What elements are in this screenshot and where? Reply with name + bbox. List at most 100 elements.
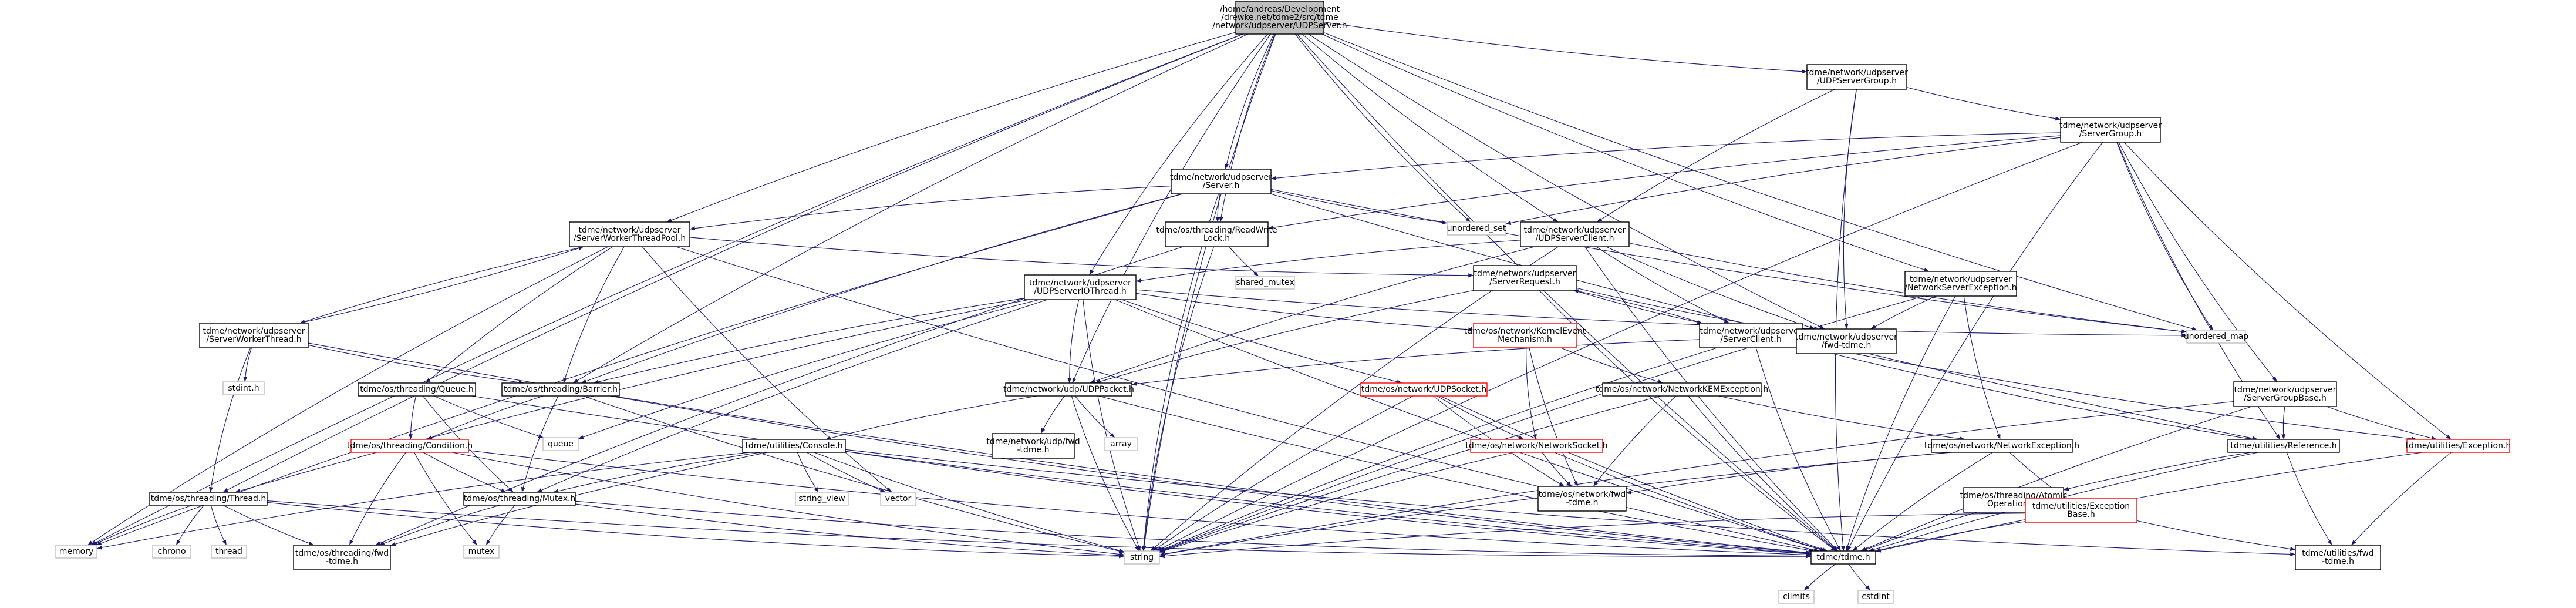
edge-workerthread-to-barrier: [308, 344, 524, 385]
edge-rwlock-to-shared_mutex: [1229, 246, 1259, 277]
node-fwdtdme_osnet[interactable]: tdme/os/network/fwd-tdme.h: [1537, 486, 1627, 512]
node-queue_h[interactable]: tdme/os/threading/Queue.h: [358, 382, 476, 397]
node-udppacket[interactable]: tdme/network/udp/UDPPacket.h: [1003, 382, 1134, 397]
node-box: [2186, 330, 2246, 344]
node-label-line: cstdint: [1862, 592, 1890, 602]
edge-workerthread-to-workerpool: [299, 246, 584, 324]
node-servergroupbase[interactable]: tdme/network/udpserver/ServerGroupBase.h: [2233, 381, 2337, 407]
node-workerpool[interactable]: tdme/network/udpserver/ServerWorkerThrea…: [569, 221, 690, 247]
edge-udpsocket-to-string: [1152, 395, 1414, 552]
node-barrier[interactable]: tdme/os/threading/Barrier.h: [501, 382, 620, 397]
edge-utilexc-to-tdme_h: [1875, 452, 2423, 553]
node-label-line: /UDPServerIOThread.h: [1034, 287, 1127, 296]
edge-networksocket-to-string: [1159, 452, 1514, 553]
edge-queue_h-to-queue: [433, 395, 544, 438]
node-networksocket[interactable]: tdme/os/network/NetworkSocket.h: [1465, 439, 1608, 453]
node-label-line: /ServerClient.h: [1720, 335, 1781, 344]
edges-layer: [87, 22, 2452, 591]
edge-barrier-to-string: [582, 395, 1125, 553]
node-label-line: -tdme.h: [326, 557, 358, 566]
node-climits: climits: [1778, 590, 1815, 604]
edge-serverclient-to-serverrequest: [1573, 289, 1703, 324]
edge-workerpool-to-queue_h: [425, 246, 613, 384]
edge-utilexc-to-fwdtdme_util: [2351, 452, 2452, 546]
edge-condition-to-mutex: [413, 452, 477, 546]
edge-excbase-to-tdme_h: [1875, 521, 2026, 552]
node-netkemexc[interactable]: tdme/os/network/NetworkKEMException.h: [1596, 382, 1768, 397]
node-label-line: /ServerWorkerThreadPool.h: [574, 234, 686, 243]
node-box: [742, 439, 846, 453]
node-cstdint: cstdint: [1857, 590, 1894, 604]
node-netserverexc[interactable]: tdme/network/udpserver/NetworkServerExce…: [1904, 271, 2017, 297]
node-serverrequest[interactable]: tdme/network/udpserver/ServerRequest.h: [1473, 265, 1577, 291]
edge-console-to-string_view: [797, 452, 819, 493]
edge-root-to-string: [1142, 33, 1276, 552]
edge-udpserverclient-to-udppacket: [1090, 246, 1535, 384]
node-mutex_h[interactable]: tdme/os/threading/Mutex.h: [463, 492, 576, 506]
edge-serverclient-to-tdme_h: [1755, 347, 1841, 552]
node-workerthread[interactable]: tdme/network/udpserver/ServerWorkerThrea…: [199, 323, 309, 348]
edge-condition-to-string: [452, 452, 1125, 556]
edge-udpserverio-to-kernelevent: [1135, 293, 1474, 332]
edge-workerpool-to-tdme_h: [676, 246, 1819, 552]
node-label-line: tdme/os/network/NetworkSocket.h: [1465, 441, 1607, 451]
edge-console-to-memory: [96, 452, 750, 550]
node-label-line: /ServerWorkerThread.h: [206, 335, 301, 344]
edge-netexc-to-fwdtdme_osnet: [1626, 452, 1951, 495]
node-box: [1447, 221, 1506, 236]
node-utilexc[interactable]: tdme/utilities/Exception.h: [2406, 439, 2511, 453]
edge-udpservergroup-to-udpserverclient: [1596, 89, 1835, 223]
node-udpserverclient[interactable]: tdme/network/udpserver/UDPServerClient.h: [1520, 221, 1630, 247]
node-label-line: tdme/network/udpserver: [2234, 385, 2336, 395]
edge-console-to-fwdtdme_thr: [390, 452, 768, 546]
edge-root-to-udpserverio: [1089, 33, 1268, 276]
edge-barrier-to-condition: [427, 395, 544, 440]
edge-mutex_h-to-string: [575, 503, 1125, 558]
node-fwdtdme_util[interactable]: tdme/utilities/fwd-tdme.h: [2295, 545, 2381, 570]
node-box: [199, 323, 309, 348]
node-fwdtdme_udpserver[interactable]: tdme/network/udpserver/fwd-tdme.h: [1795, 328, 1897, 354]
node-fwdtdme_thr[interactable]: tdme/os/threading/fwd-tdme.h: [293, 545, 391, 570]
edge-netkemexc-to-netexc: [1718, 395, 1965, 441]
node-netexc[interactable]: tdme/os/network/NetworkException.h: [1924, 439, 2079, 453]
edge-root-to-unordered_map: [1323, 32, 2197, 331]
node-root[interactable]: /home/andreas/Development/drewke.net/tdm…: [1212, 1, 1347, 35]
edge-networksocket-to-fwdtdme_osnet: [1542, 452, 1572, 487]
node-fwdtdme_udp[interactable]: tdme/network/udp/fwd-tdme.h: [986, 433, 1080, 459]
node-label-line: tdme/network/udpserver: [1910, 275, 2012, 284]
node-label-line: /Server.h: [1203, 181, 1240, 190]
node-box: [1699, 323, 1803, 348]
edge-workerpool-to-barrier: [563, 246, 625, 384]
node-label-line: tdme/os/threading/Mutex.h: [464, 494, 576, 503]
node-label-line: array: [1110, 439, 1132, 449]
edge-udpsocket-to-tdme_h: [1439, 395, 1828, 552]
node-memory: memory: [55, 545, 97, 559]
node-shared_mutex: shared_mutex: [1235, 276, 1295, 290]
node-label-line: tdme/network/udpserver: [1474, 269, 1576, 278]
node-udpservergroup[interactable]: tdme/network/udpserver/UDPServerGroup.h: [1806, 64, 1908, 90]
node-label-line: queue: [548, 439, 574, 449]
node-box: [795, 492, 849, 506]
node-label-line: tdme/os/threading/fwd: [295, 549, 389, 558]
node-console[interactable]: tdme/utilities/Console.h: [742, 439, 846, 453]
node-thread[interactable]: tdme/os/threading/Thread.h: [149, 492, 268, 506]
node-serverclient[interactable]: tdme/network/udpserver/ServerClient.h: [1699, 323, 1803, 348]
node-servergroup[interactable]: tdme/network/udpserver/ServerGroup.h: [2059, 117, 2162, 143]
edge-console-to-fwdtdme_util: [845, 449, 2296, 556]
edge-servergroup-to-unordered_set: [1505, 137, 2061, 225]
edge-server-to-workerpool: [689, 186, 1172, 231]
node-server[interactable]: tdme/network/udpserver/Server.h: [1170, 169, 1272, 194]
node-udpserverio[interactable]: tdme/network/udpserver/UDPServerIOThread…: [1024, 274, 1137, 300]
node-udpsocket[interactable]: tdme/os/network/UDPSocket.h: [1360, 382, 1488, 397]
node-label-line: /drewke.net/tdme2/src/tdme: [1221, 13, 1338, 22]
node-tdme_h[interactable]: tdme/tdme.h: [1810, 550, 1876, 565]
node-condition[interactable]: tdme/os/threading/Condition.h: [347, 439, 473, 453]
edge-serverclient-to-utilexc: [1802, 343, 2417, 441]
node-reference[interactable]: tdme/utilities/Reference.h: [2227, 439, 2340, 453]
edge-servergroup-to-utilexc: [2123, 142, 2452, 440]
edge-condition-to-mutex_h: [423, 452, 507, 493]
node-unordered_set: unordered_set: [1447, 221, 1506, 236]
